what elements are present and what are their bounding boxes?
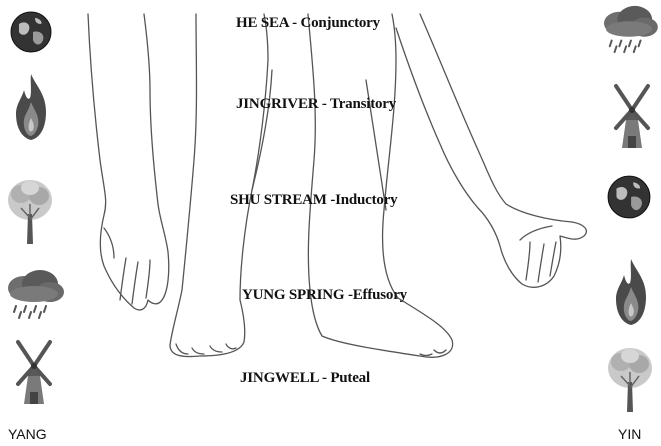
tree-icon [604, 344, 656, 414]
right-arm [396, 14, 586, 287]
left-arm [88, 14, 169, 310]
right-leg [308, 14, 453, 357]
point-label-jingriver: JINGRIVER - Transitory [236, 96, 396, 113]
globe-icon [606, 174, 652, 220]
windmill-icon [12, 336, 56, 406]
windmill-icon [610, 80, 654, 150]
tree-icon [5, 176, 55, 246]
fire-icon [12, 72, 50, 142]
rain-cloud-icon [2, 268, 66, 320]
point-label-he-sea: HE SEA - Conjunctory [236, 15, 380, 32]
rain-cloud-icon [598, 4, 660, 54]
point-label-shu-stream: SHU STREAM -Inductory [230, 192, 398, 209]
fire-icon [612, 256, 650, 328]
point-label-jingwell: JINGWELL - Puteal [240, 370, 370, 387]
globe-icon [9, 10, 53, 54]
yang-label: YANG [8, 426, 47, 442]
point-label-yung-spring: YUNG SPRING -Effusory [242, 287, 407, 304]
yin-label: YIN [618, 426, 641, 442]
